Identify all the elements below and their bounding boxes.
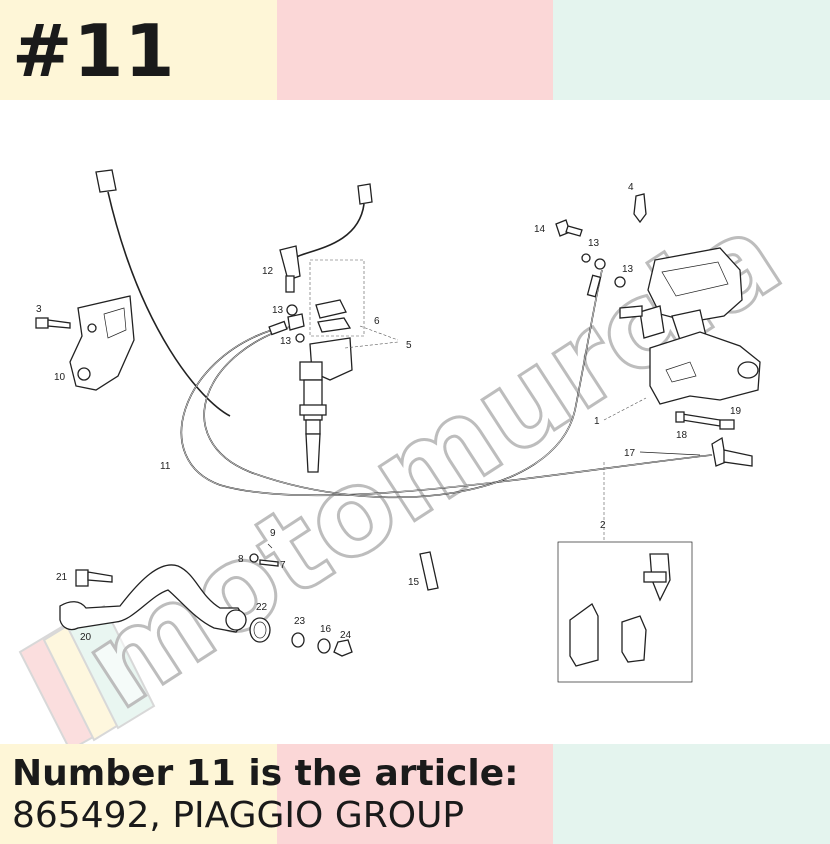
band-pink <box>277 0 553 100</box>
callout-22: 22 <box>256 602 268 613</box>
callout-12: 12 <box>262 266 274 277</box>
callout-23: 23 <box>294 616 306 627</box>
callout-13a: 13 <box>272 305 284 316</box>
callout-8: 8 <box>238 554 244 565</box>
callout-16: 16 <box>320 624 332 635</box>
callout-15: 15 <box>408 577 420 588</box>
part-pin-15 <box>419 551 439 591</box>
footer-color-band <box>0 744 830 844</box>
callout-13c: 13 <box>588 238 600 249</box>
leader-lines <box>344 325 701 540</box>
callout-13b: 13 <box>280 336 292 347</box>
part-bolts-7-8-9 <box>249 543 279 567</box>
band-pink <box>277 744 553 844</box>
callout-labels: 3 10 11 12 13 13 6 5 4 14 13 13 1 19 18 … <box>36 182 742 643</box>
callout-3: 3 <box>36 304 42 315</box>
part-brake-pedal <box>59 564 271 643</box>
watermark-stripes <box>18 604 156 744</box>
part-sensor-12 <box>279 183 373 293</box>
part-master-cylinder <box>286 259 365 473</box>
caption-title: Number 11 is the article: <box>12 753 519 794</box>
callout-11: 11 <box>160 461 171 472</box>
callout-5: 5 <box>406 340 412 351</box>
band-mint <box>553 744 830 844</box>
item-number: #11 <box>12 9 176 93</box>
part-caliper <box>555 193 761 405</box>
exploded-parts-diagram: motomurcia <box>18 169 805 744</box>
part-cover-plate <box>69 295 135 391</box>
callout-24: 24 <box>340 630 352 641</box>
inset-brake-pads <box>557 541 693 683</box>
part-cable-11 <box>95 169 713 497</box>
callout-19: 19 <box>730 406 742 417</box>
header-color-band <box>0 0 830 100</box>
callout-10: 10 <box>54 372 66 383</box>
callout-2: 2 <box>600 520 606 531</box>
callout-7: 7 <box>280 560 286 571</box>
part-bolt-3 <box>35 317 71 329</box>
callout-6: 6 <box>374 316 380 327</box>
callout-14: 14 <box>534 224 546 235</box>
band-mint <box>553 0 830 100</box>
callout-4: 4 <box>628 182 634 193</box>
part-brake-hose <box>203 269 603 499</box>
callout-20: 20 <box>80 632 92 643</box>
band-yellow <box>0 744 277 844</box>
part-washers <box>291 632 353 657</box>
callout-13d: 13 <box>622 264 634 275</box>
callout-17: 17 <box>624 448 636 459</box>
callout-1: 1 <box>594 416 600 427</box>
callout-9: 9 <box>270 528 276 539</box>
band-yellow <box>0 0 277 100</box>
callout-21: 21 <box>56 572 68 583</box>
caption-part-info: 865492, PIAGGIO GROUP <box>12 795 465 836</box>
callout-18: 18 <box>676 430 688 441</box>
part-bolts-18-19 <box>675 411 753 467</box>
